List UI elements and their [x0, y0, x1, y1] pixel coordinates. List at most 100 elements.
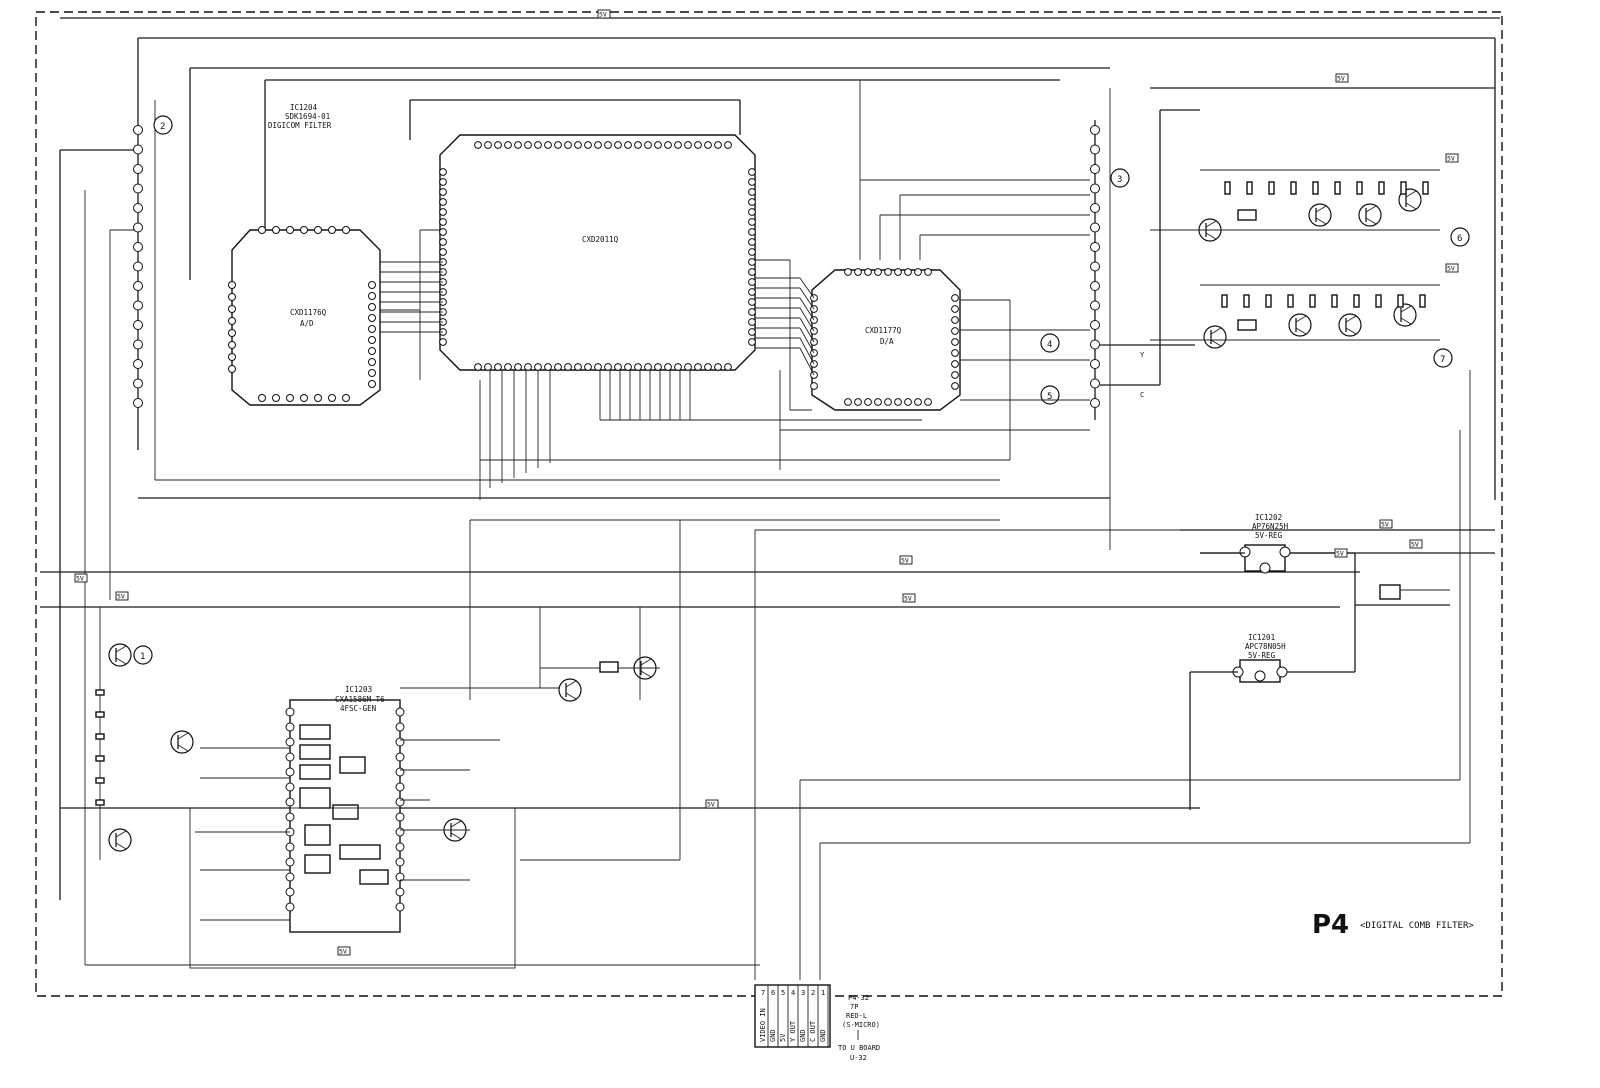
y-signal-label: Y [1140, 351, 1145, 359]
resistor [1221, 294, 1228, 308]
lpf-stage [443, 656, 660, 842]
transistor-collector [1345, 315, 1357, 323]
rail-flag-label: 5V [76, 575, 84, 583]
pin-circle [748, 268, 756, 276]
connector-ref: P4-32 [848, 994, 869, 1002]
pin-circle [748, 288, 756, 296]
ic1203-desc: 4FSC-GEN [340, 704, 376, 713]
connector-pin-number: 6 [771, 989, 775, 997]
resistor [95, 733, 105, 740]
pin-circle [1090, 378, 1100, 389]
pin-circle [474, 141, 482, 149]
ic1201-regulator: IC1201 APC78N05H 5V-REG [1189, 633, 1355, 810]
resistor [1353, 294, 1360, 308]
transistor-symbol [558, 678, 582, 702]
pin-circle [584, 363, 592, 371]
transistor-collector [1295, 315, 1307, 323]
bus-line [799, 297, 815, 321]
connector-pin-label: Y OUT [789, 1020, 797, 1042]
transistor-collector [1400, 305, 1412, 313]
rail-flag [899, 555, 913, 565]
rail-flag [597, 9, 611, 19]
transistor-emitter [177, 744, 189, 752]
pin-circle [884, 268, 892, 276]
bus-line [799, 277, 815, 299]
chroma-output-stage [1150, 169, 1440, 242]
resistor [1224, 181, 1231, 195]
rail-flag [902, 593, 916, 603]
pin-circle [1090, 183, 1100, 194]
transistor-emitter [450, 832, 462, 840]
pin-circle [474, 363, 482, 371]
transistor-emitter [1210, 339, 1222, 347]
pin-circle [285, 812, 295, 822]
pin-circle [439, 198, 447, 206]
rail-flag-label: 5V [1336, 550, 1344, 558]
ic1204-ref: IC1204 [290, 103, 318, 112]
pin-circle [342, 394, 350, 402]
resistor [95, 755, 105, 762]
pin-circle [285, 752, 295, 762]
pin-circle [704, 141, 712, 149]
connector-type: 7P [850, 1003, 858, 1011]
pin-circle [951, 305, 959, 313]
pin-circle [564, 363, 572, 371]
pin-circle [285, 722, 295, 732]
pin-circle [564, 141, 572, 149]
pin-circle [574, 363, 582, 371]
bus-line [799, 337, 815, 365]
pin-circle [1090, 359, 1100, 369]
pin-circle [1090, 320, 1100, 330]
c-signal-label: C [1140, 391, 1144, 399]
pin-circle [534, 363, 542, 371]
pin-circle [285, 797, 295, 807]
transistor-emitter [1205, 232, 1217, 240]
pin-circle [258, 394, 266, 402]
connector-pin-number: 4 [791, 989, 795, 997]
pin-circle [368, 303, 376, 311]
connector-pin-label: VIDEO IN [759, 1008, 767, 1042]
pin-circle [904, 268, 912, 276]
pin-circle [439, 238, 447, 246]
transistor-emitter [1405, 202, 1417, 210]
pin-circle [395, 797, 405, 807]
pin-circle [524, 363, 532, 371]
rail-flag-label: 5V [901, 557, 909, 565]
rail-flag [115, 591, 129, 601]
pin-circle [644, 363, 652, 371]
pin-circle [286, 226, 294, 234]
pin-circle [874, 268, 882, 276]
pin-circle [133, 242, 143, 252]
pin-circle [748, 258, 756, 266]
pin-circle [951, 327, 959, 335]
pin-circle [748, 318, 756, 326]
resistor [1265, 294, 1272, 308]
pin-circle [514, 363, 522, 371]
connector-spec: RED-L [846, 1012, 867, 1020]
pin-circle [904, 398, 912, 406]
pin-circle [285, 842, 295, 852]
pin-circle [634, 363, 642, 371]
rail-flag-label: 5V [339, 948, 347, 956]
rail-flag-label: 5V [1337, 75, 1345, 83]
bus-line [799, 347, 815, 376]
pin-circle [228, 317, 236, 325]
pin-circle [924, 398, 932, 406]
transistor-symbol [1393, 303, 1417, 327]
pin-circle [1090, 125, 1100, 135]
ic1203-ref: IC1203 [345, 685, 372, 694]
transistor-symbol [1358, 203, 1382, 227]
pin-circle [300, 394, 308, 402]
pin-circle [439, 248, 447, 256]
callout-7 [1433, 348, 1453, 368]
pin-circle [1090, 281, 1100, 291]
pin-circle [864, 268, 872, 276]
transistor-symbol [1338, 313, 1362, 337]
pin-circle [1090, 339, 1100, 350]
pin-circle [228, 281, 236, 289]
rail-flag-label: 5V [599, 11, 607, 19]
rail-flag [74, 573, 88, 583]
rail-flag [1409, 539, 1423, 549]
callout-1 [133, 645, 153, 665]
